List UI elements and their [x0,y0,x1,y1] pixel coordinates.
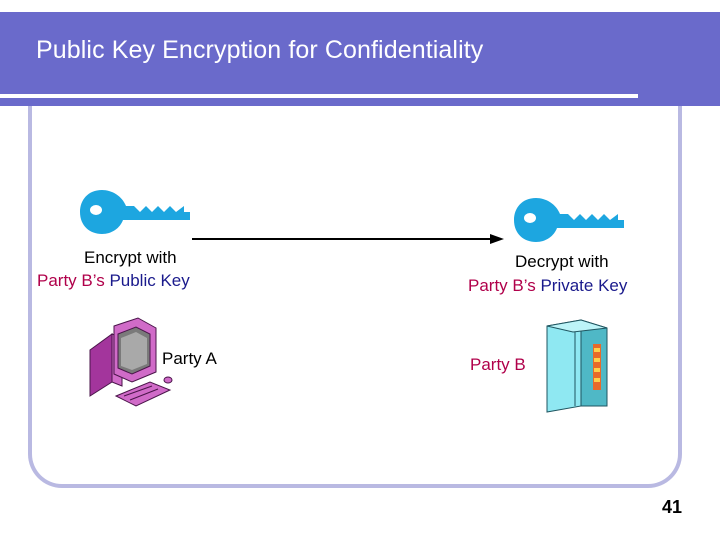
slide-title: Public Key Encryption for Confidentialit… [36,36,483,65]
key-icon [512,196,630,246]
key-icon [78,188,196,238]
encrypt-key-label: Party B’s Public Key [37,271,190,291]
encrypt-label: Encrypt with [84,248,177,268]
party-b-prefix: Party B’s [468,276,540,295]
party-b-prefix: Party B’s [37,271,109,290]
public-key-text: Public Key [109,271,189,290]
private-key-text: Private Key [540,276,627,295]
party-b-label: Party B [470,355,526,375]
decrypt-label: Decrypt with [515,252,609,272]
decrypt-key-label: Party B’s Private Key [468,276,627,296]
encryption-arrow [192,232,512,246]
party-a-label: Party A [162,349,217,369]
server-icon [545,318,611,414]
title-underline [0,94,638,98]
page-number: 41 [662,497,682,518]
